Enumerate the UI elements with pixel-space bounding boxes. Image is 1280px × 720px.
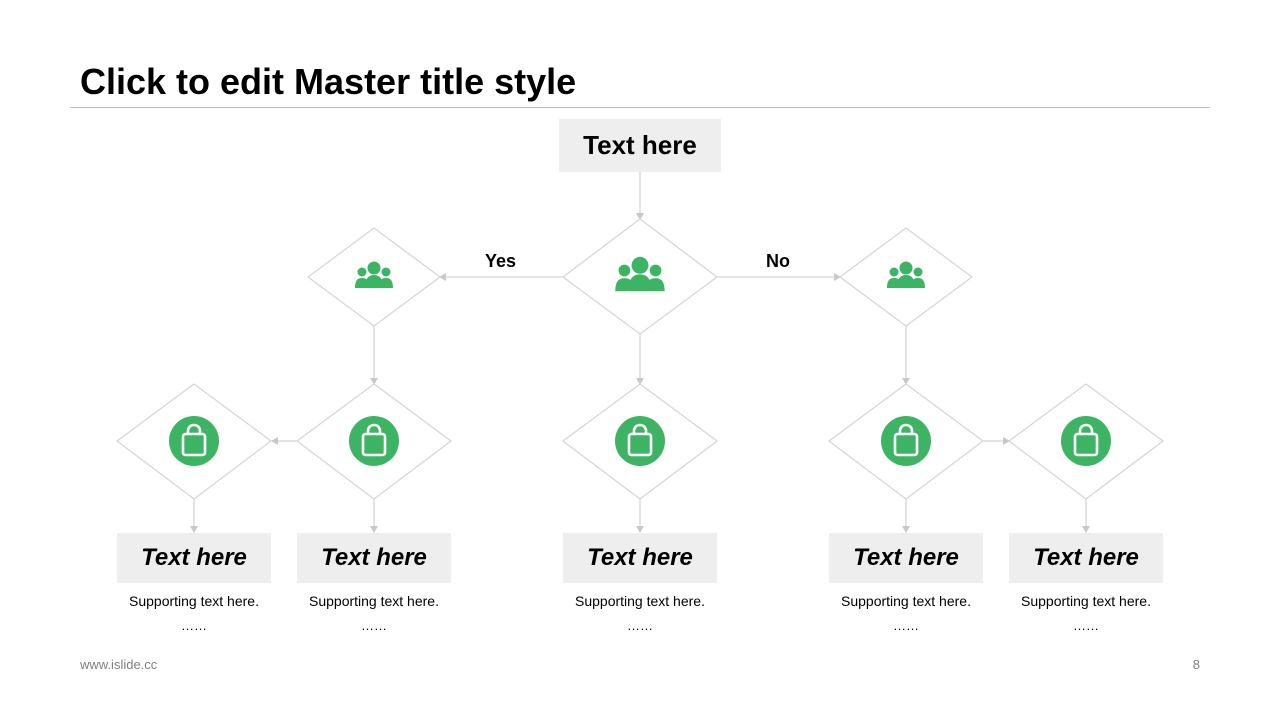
leaf-title-1[interactable]: Text here <box>117 533 271 583</box>
leaf-title-5[interactable]: Text here <box>1009 533 1163 583</box>
branch-label-yes: Yes <box>485 251 517 271</box>
leaf-title-2[interactable]: Text here <box>297 533 451 583</box>
shopping-bag-icon <box>1059 414 1113 468</box>
footer-url: www.islide.cc <box>80 657 158 672</box>
leaf-supporting-text-5[interactable]: Supporting text here. <box>1021 593 1151 609</box>
branch-label-no: No <box>766 251 790 271</box>
connector-lines <box>190 172 1090 533</box>
leaf-title-4[interactable]: Text here <box>829 533 983 583</box>
page-title[interactable]: Click to edit Master title style <box>80 61 577 102</box>
leaf-ellipsis-2: …… <box>361 618 387 633</box>
page-number: 8 <box>1192 657 1200 672</box>
leaf-ellipsis-5: …… <box>1073 618 1099 633</box>
leaf-ellipsis-3: …… <box>627 618 653 633</box>
leaf-supporting-text-2[interactable]: Supporting text here. <box>309 593 439 609</box>
shopping-bag-icon <box>167 414 221 468</box>
leaf-ellipsis-1: …… <box>181 618 207 633</box>
shopping-bag-icon <box>879 414 933 468</box>
shopping-bag-icon <box>613 414 667 468</box>
leaf-supporting-text-3[interactable]: Supporting text here. <box>575 593 705 609</box>
leaf-supporting-text-1[interactable]: Supporting text here. <box>129 593 259 609</box>
shopping-bag-icon <box>347 414 401 468</box>
leaf-ellipsis-4: …… <box>893 618 919 633</box>
leaf-supporting-text-4[interactable]: Supporting text here. <box>841 593 971 609</box>
leaf-title-3[interactable]: Text here <box>563 533 717 583</box>
title-divider <box>70 107 1210 108</box>
top-node[interactable]: Text here <box>559 119 721 172</box>
